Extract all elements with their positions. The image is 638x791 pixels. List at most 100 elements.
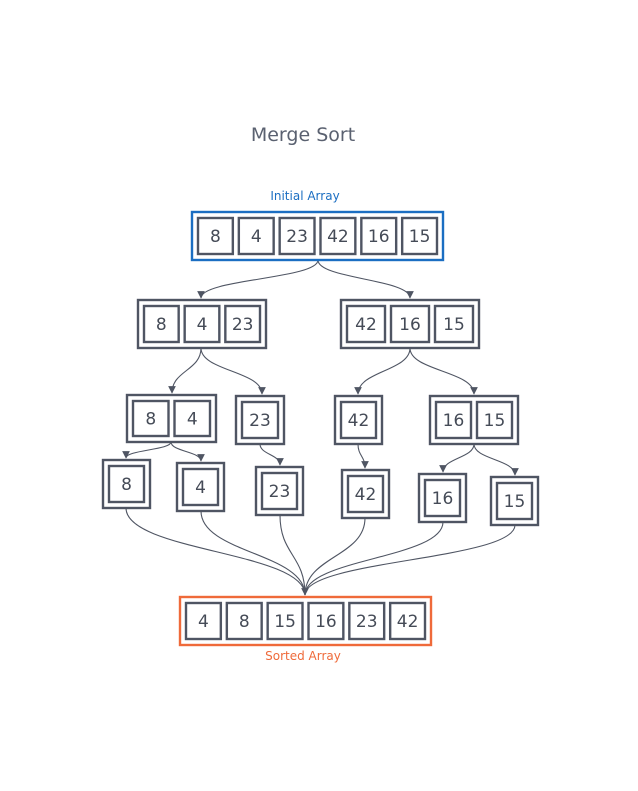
cell-value: 15 xyxy=(484,411,506,431)
cell-value: 8 xyxy=(239,612,250,632)
connector-arrow xyxy=(279,514,306,596)
single-23-outline xyxy=(254,465,305,517)
subarray-8-4-outline xyxy=(125,393,218,444)
initial-array: 8 4 23 42 16 15 xyxy=(190,210,445,262)
right-half-array-outline xyxy=(339,298,481,350)
connector-arrow xyxy=(439,443,475,473)
connector-arrow xyxy=(409,347,478,395)
single-42: 42 xyxy=(340,468,391,520)
array-cell xyxy=(360,216,398,256)
single-16-outline xyxy=(417,472,468,524)
connector-arrow xyxy=(304,521,444,596)
connector-arrows xyxy=(122,259,519,596)
initial-array-label: Initial Array xyxy=(270,189,340,203)
connector-arrow xyxy=(473,443,519,476)
array-cell xyxy=(225,601,263,641)
array-cell xyxy=(131,399,170,438)
cell-value: 23 xyxy=(286,227,308,247)
array-cell xyxy=(237,216,275,256)
connector-arrow xyxy=(200,347,266,395)
array-cell xyxy=(495,481,534,521)
array-cell xyxy=(107,464,146,504)
cell-value: 16 xyxy=(368,227,390,247)
connector-arrow xyxy=(357,443,369,469)
cell-value: 23 xyxy=(356,612,378,632)
connector-arrow xyxy=(168,347,202,394)
cell-value: 23 xyxy=(249,411,271,431)
initial-array-outline xyxy=(190,210,445,262)
cell-value: 4 xyxy=(251,227,262,247)
subarray-16-15-outline xyxy=(428,394,520,446)
subarray-23-outline xyxy=(234,394,286,446)
array-cell xyxy=(240,400,280,440)
array-cell xyxy=(183,304,221,344)
array-cell xyxy=(348,601,386,641)
array-cell xyxy=(224,304,262,344)
cell-value: 15 xyxy=(409,227,431,247)
single-4: 4 xyxy=(175,461,226,513)
cell-value: 15 xyxy=(443,315,465,335)
cell-value: 42 xyxy=(355,315,377,335)
array-cell xyxy=(260,471,299,511)
connector-arrow xyxy=(125,507,306,596)
cell-value: 16 xyxy=(432,489,454,509)
array-cell xyxy=(196,216,235,256)
array-cell xyxy=(389,304,431,344)
cell-value: 16 xyxy=(443,411,465,431)
subarray-42: 42 xyxy=(333,394,384,446)
sorted-array-label: Sorted Array xyxy=(265,649,341,663)
connector-arrow xyxy=(259,443,284,466)
single-23: 23 xyxy=(254,465,305,517)
cell-value: 42 xyxy=(327,227,349,247)
cell-value: 16 xyxy=(315,612,337,632)
array-cell xyxy=(319,216,357,256)
single-15: 15 xyxy=(489,475,540,527)
array-cell xyxy=(423,478,462,518)
diagram-title: Merge Sort xyxy=(250,124,356,146)
cell-value: 4 xyxy=(197,315,208,335)
single-8-outline xyxy=(101,458,152,510)
right-half-array: 42 16 15 xyxy=(339,298,481,350)
cell-value: 4 xyxy=(195,478,206,498)
cell-value: 4 xyxy=(198,612,209,632)
array-cell xyxy=(346,474,385,514)
single-42-outline xyxy=(340,468,391,520)
single-8: 8 xyxy=(101,458,152,510)
array-cell xyxy=(434,400,473,440)
array-cell xyxy=(388,601,427,641)
connector-arrow xyxy=(200,510,306,596)
array-cell xyxy=(339,400,378,440)
subarray-42-outline xyxy=(333,394,384,446)
array-cell xyxy=(266,601,304,641)
cell-value: 42 xyxy=(397,612,419,632)
single-4-outline xyxy=(175,461,226,513)
cell-value: 23 xyxy=(269,482,291,502)
connector-arrow xyxy=(301,524,516,596)
connector-arrow xyxy=(317,259,414,299)
cell-value: 42 xyxy=(348,411,370,431)
array-cell xyxy=(181,467,220,507)
cell-value: 8 xyxy=(145,410,156,430)
array-cell xyxy=(307,601,345,641)
left-half-array-outline xyxy=(136,298,268,350)
array-cell xyxy=(278,216,316,256)
array-cell xyxy=(433,304,475,344)
connector-arrow xyxy=(122,441,172,459)
cell-value: 42 xyxy=(355,485,377,505)
cell-value: 16 xyxy=(399,315,421,335)
connector-arrow xyxy=(197,259,319,299)
cell-value: 8 xyxy=(210,227,221,247)
array-cell xyxy=(400,216,439,256)
connector-arrow xyxy=(304,517,366,596)
cell-value: 15 xyxy=(504,492,526,512)
subarray-23: 23 xyxy=(234,394,286,446)
array-cell xyxy=(184,601,223,641)
connector-arrow xyxy=(354,347,411,395)
array-cell xyxy=(142,304,180,344)
